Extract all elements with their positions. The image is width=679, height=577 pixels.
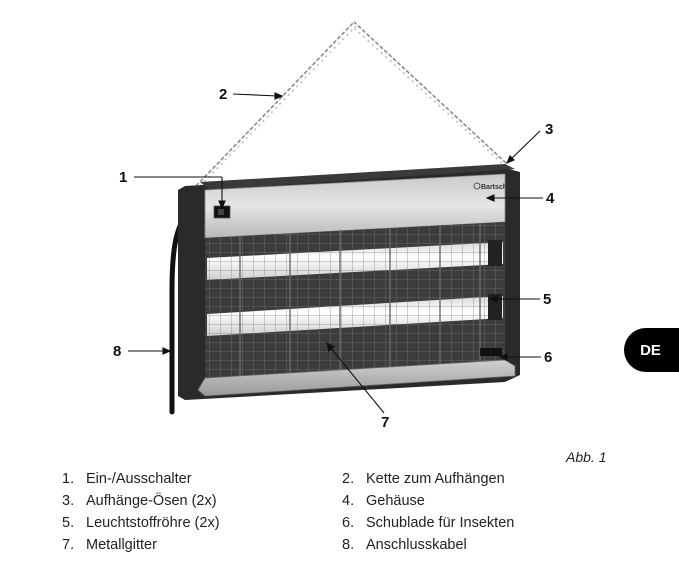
legend-number: 5. bbox=[62, 515, 75, 531]
insect-killer-drawing: Bartscher bbox=[128, 21, 543, 415]
callout-7: 7 bbox=[381, 414, 390, 431]
legend-item-4: 4. Gehäuse bbox=[342, 492, 425, 510]
metal-grid bbox=[205, 222, 505, 378]
chain bbox=[195, 21, 507, 187]
legend-text: Ein-/Ausschalter bbox=[86, 471, 192, 487]
brand-logo: Bartscher bbox=[481, 184, 514, 191]
legend-text: Metallgitter bbox=[86, 537, 157, 553]
legend-item-6: 6. Schublade für Insekten bbox=[342, 514, 514, 532]
legend-text: Gehäuse bbox=[366, 493, 425, 509]
legend-item-5: 5. Leuchtstoffröhre (2x) bbox=[62, 514, 220, 532]
legend-number: 7. bbox=[62, 537, 75, 553]
legend-item-1: 1. Ein-/Ausschalter bbox=[62, 470, 192, 488]
legend-item-8: 8. Anschlusskabel bbox=[342, 536, 467, 554]
legend-text: Leuchtstoffröhre (2x) bbox=[86, 515, 220, 531]
callout-8: 8 bbox=[113, 343, 122, 360]
device-illustration: Bartscher bbox=[113, 21, 555, 431]
legend-number: 6. bbox=[342, 515, 355, 531]
legend-text: Kette zum Aufhängen bbox=[366, 471, 505, 487]
figure-caption: Abb. 1 bbox=[566, 449, 607, 465]
callout-5: 5 bbox=[543, 291, 552, 308]
language-tab[interactable]: DE bbox=[624, 328, 679, 372]
legend-text: Anschlusskabel bbox=[366, 537, 467, 553]
legend-item-2: 2. Kette zum Aufhängen bbox=[342, 470, 505, 488]
callout-3: 3 bbox=[545, 121, 554, 138]
callout-6: 6 bbox=[544, 349, 553, 366]
legend-text: Schublade für Insekten bbox=[366, 515, 515, 531]
legend-number: 8. bbox=[342, 537, 355, 553]
legend-number: 1. bbox=[62, 471, 75, 487]
housing: Bartscher bbox=[178, 164, 520, 400]
insect-tray bbox=[197, 359, 516, 397]
legend-number: 4. bbox=[342, 493, 355, 509]
callout-4: 4 bbox=[546, 190, 555, 207]
callout-2: 2 bbox=[219, 86, 228, 103]
legend-number: 3. bbox=[62, 493, 75, 509]
legend-number: 2. bbox=[342, 471, 355, 487]
legend-item-3: 3. Aufhänge-Ösen (2x) bbox=[62, 492, 217, 510]
legend-text: Aufhänge-Ösen (2x) bbox=[86, 493, 217, 509]
legend-item-7: 7. Metallgitter bbox=[62, 536, 157, 554]
leader-lines bbox=[128, 92, 543, 414]
callout-1: 1 bbox=[119, 169, 128, 186]
